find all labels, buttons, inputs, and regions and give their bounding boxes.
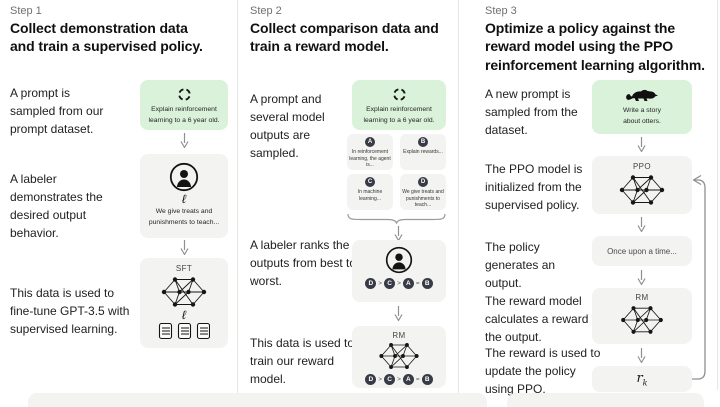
output-letter-badge: D <box>418 177 428 187</box>
model-output-card: B Explain rewards... <box>400 134 446 170</box>
otter-icon <box>626 89 658 101</box>
person-icon <box>169 162 199 192</box>
ranking-separator: = <box>415 376 420 383</box>
column-heading: Optimize a policy against the reward mod… <box>485 19 717 74</box>
model-label: PPO <box>632 162 652 171</box>
column-heading: Collect comparison data and train a rewa… <box>250 19 465 56</box>
step-label: Step 1 <box>10 5 42 17</box>
prompt-box: Explain reinforcement learning to a 6 ye… <box>140 80 228 130</box>
documents-icon <box>158 322 210 340</box>
down-arrow-icon <box>180 240 189 256</box>
prompt-box: Write a story about otters. <box>592 80 692 134</box>
ranking-row: D > C > A = B <box>365 278 433 289</box>
ranking-chip: B <box>421 374 433 385</box>
model-label: RM <box>392 331 406 340</box>
model-output-card: A In reinforcement learning, the agent i… <box>347 134 393 170</box>
ranking-chip: C <box>384 374 396 385</box>
heading-line: reward model using the PPO <box>485 38 673 55</box>
cycle-icon <box>177 88 191 101</box>
step-description: This data is used to train our reward mo… <box>250 336 355 386</box>
ranking-chip: A <box>402 374 414 385</box>
down-arrow-icon <box>637 217 646 233</box>
reward-symbol: rk <box>636 370 648 388</box>
right-border <box>717 0 718 390</box>
model-output-card: D We give treats and punishments to teac… <box>400 174 446 210</box>
labeler-ranking-box: D > C > A = B <box>352 240 446 302</box>
heading-line: Collect comparison data and <box>250 20 439 36</box>
next-section-box <box>28 393 487 407</box>
ranking-chip: D <box>365 278 377 289</box>
step-description: The PPO model is initialized from the su… <box>485 162 583 212</box>
step-description: The policy generates an output. <box>485 240 556 290</box>
prompt-text: Explain reinforcement learning to a 6 ye… <box>363 106 435 124</box>
output-letter-badge: C <box>365 177 375 187</box>
rm-model-box: RM <box>592 288 692 344</box>
step-description: A labeler ranks the outputs from best to… <box>250 238 357 288</box>
ranking-chip: D <box>365 374 377 385</box>
labeler-demo-text: We give treats and punishments to teach.… <box>148 208 220 226</box>
prompt-box: Explain reinforcement learning to a 6 ye… <box>352 80 446 130</box>
heading-line: reinforcement learning algorithm. <box>485 56 705 73</box>
output-text: In machine learning... <box>357 189 383 202</box>
loop-arrow-icon <box>692 174 706 380</box>
quill-icon: ℓ <box>182 308 186 322</box>
down-arrow-icon <box>394 306 403 322</box>
network-icon <box>161 277 207 307</box>
ranking-separator: > <box>378 280 383 287</box>
model-output-card: C In machine learning... <box>347 174 393 210</box>
ranking-chip: C <box>384 278 396 289</box>
step-description: The reward is used to update the policy … <box>485 346 601 396</box>
output-text: We give treats and punishments to teach.… <box>402 189 444 209</box>
ranking-separator: > <box>397 376 401 383</box>
sft-model-box: SFT ℓ <box>140 258 228 348</box>
heading-line: Optimize a policy against the <box>485 20 676 36</box>
heading-line: train a reward model. <box>250 38 389 55</box>
next-section-box <box>507 393 704 407</box>
step-description: A new prompt is sampled from the dataset… <box>485 87 578 137</box>
down-arrow-icon <box>637 270 646 286</box>
heading-line: Collect demonstration data <box>10 20 188 36</box>
reward-box: rk <box>592 366 692 392</box>
ranking-separator: > <box>378 376 383 383</box>
column-divider <box>458 0 459 407</box>
cycle-icon <box>392 88 406 101</box>
prompt-text: Write a story about otters. <box>622 107 662 125</box>
person-icon <box>385 246 413 274</box>
rm-model-box: RM D > C > A = B <box>352 326 446 388</box>
down-arrow-icon <box>637 137 646 153</box>
down-arrow-icon <box>180 133 189 149</box>
column-divider <box>237 0 238 407</box>
ranking-chip: B <box>421 278 433 289</box>
network-icon <box>621 306 663 334</box>
network-icon <box>379 343 419 369</box>
model-label: RM <box>635 293 649 302</box>
heading-line: and train a supervised policy. <box>10 38 203 55</box>
policy-output-box: Once upon a time... <box>592 236 692 266</box>
step-description: A prompt and several model outputs are s… <box>250 92 325 160</box>
step-label: Step 2 <box>250 5 282 17</box>
quill-icon: ℓ <box>182 192 186 206</box>
step-label: Step 3 <box>485 5 517 17</box>
ranking-separator: = <box>415 280 420 287</box>
step-description: This data is used to fine-tune GPT-3.5 w… <box>10 286 130 336</box>
prompt-text: Explain reinforcement learning to a 6 ye… <box>148 106 220 124</box>
network-icon <box>619 175 665 205</box>
output-text: In reinforcement learning, the agent is.… <box>349 149 391 169</box>
ppo-model-box: PPO <box>592 156 692 214</box>
ranking-separator: > <box>397 280 401 287</box>
ranking-row: D > C > A = B <box>365 374 433 385</box>
labeler-box: ℓ We give treats and punishments to teac… <box>140 154 228 238</box>
output-text: Explain rewards... <box>403 149 443 155</box>
output-letter-badge: B <box>418 137 428 147</box>
output-letter-badge: A <box>365 137 375 147</box>
down-arrow-icon <box>637 348 646 364</box>
ranking-chip: A <box>402 278 414 289</box>
column-heading: Collect demonstration data and train a s… <box>10 19 220 56</box>
step-description: A prompt is sampled from our prompt data… <box>10 86 104 136</box>
step-description: A labeler demonstrates the desired outpu… <box>10 172 103 240</box>
policy-output-text: Once upon a time... <box>607 246 677 256</box>
step-description: The reward model calculates a reward for… <box>485 294 606 344</box>
brace-icon <box>347 213 446 224</box>
model-label: SFT <box>175 264 193 273</box>
